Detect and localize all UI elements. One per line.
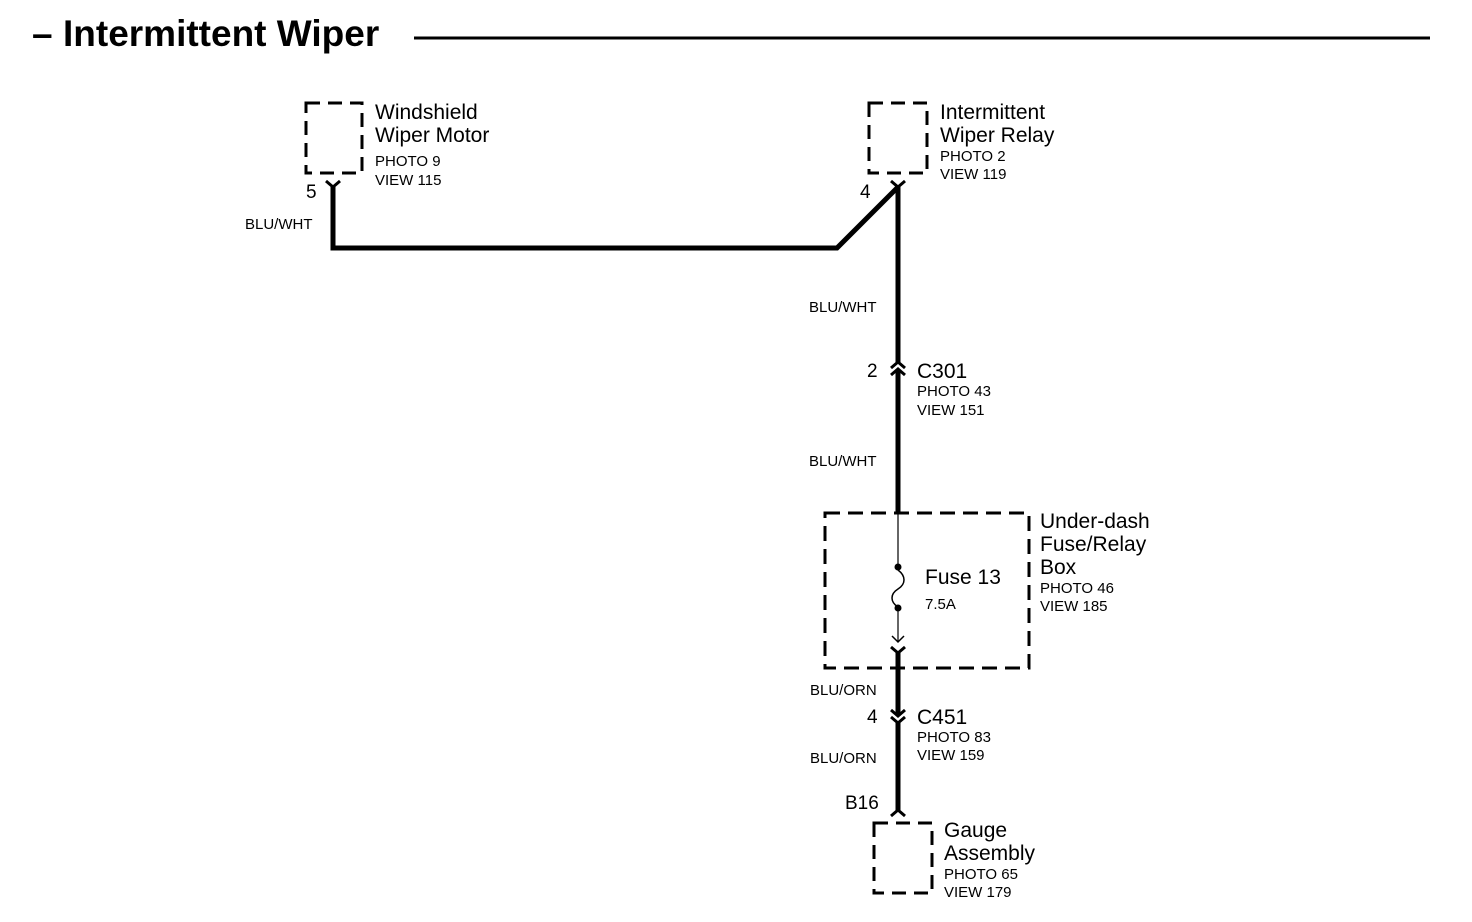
wiper-relay-photo: PHOTO 2 xyxy=(940,148,1006,165)
fuse-terminal-top xyxy=(894,563,902,571)
wire-label-c301-to-fusebox: BLU/WHT xyxy=(809,453,877,470)
fusebox-internal-terminal xyxy=(891,635,905,644)
fuse-symbol xyxy=(891,569,905,608)
wiper-relay-name-2: Wiper Relay xyxy=(940,124,1055,147)
wire-motor-to-relay xyxy=(330,185,900,251)
wiper-motor-box xyxy=(304,101,364,175)
motor-terminal-symbol xyxy=(325,179,341,189)
wire-label-c451-to-gauge: BLU/ORN xyxy=(810,750,877,767)
wiper-motor-name-1: Windshield xyxy=(375,101,478,124)
c451-view: VIEW 159 xyxy=(917,747,985,764)
fusebox-name-2: Fuse/Relay xyxy=(1040,533,1147,556)
fusebox-name-1: Under-dash xyxy=(1040,510,1150,533)
wire-label-fusebox-to-c451: BLU/ORN xyxy=(810,682,877,699)
gauge-name-1: Gauge xyxy=(944,819,1008,842)
c301-pin: 2 xyxy=(867,361,878,382)
wire-label-relay-to-c301: BLU/WHT xyxy=(809,299,877,316)
c451-name: C451 xyxy=(917,706,968,729)
gauge-view: VIEW 179 xyxy=(944,884,1012,901)
fusebox-name-3: Box xyxy=(1040,556,1077,579)
c301-view: VIEW 151 xyxy=(917,402,985,419)
wire-label-motor-to-relay: BLU/WHT xyxy=(245,216,313,233)
wiper-motor-photo: PHOTO 9 xyxy=(375,153,441,170)
wiper-relay-view: VIEW 119 xyxy=(940,166,1007,183)
fuse-rating: 7.5A xyxy=(925,596,956,613)
gauge-terminal-symbol xyxy=(890,808,906,818)
gauge-assembly-box xyxy=(872,821,934,895)
wiper-motor-view: VIEW 115 xyxy=(375,172,442,189)
wiper-relay-name-1: Intermittent xyxy=(940,101,1046,124)
wiper-relay-pin: 4 xyxy=(860,182,871,203)
title-dash: – xyxy=(32,13,53,54)
gauge-pin: B16 xyxy=(845,793,879,814)
wiper-motor-name-2: Wiper Motor xyxy=(375,124,490,147)
c451-pin: 4 xyxy=(867,707,878,728)
c301-photo: PHOTO 43 xyxy=(917,383,991,400)
fuse-terminal-bottom xyxy=(894,604,902,612)
page-title: Intermittent Wiper xyxy=(63,13,380,54)
c451-photo: PHOTO 83 xyxy=(917,729,991,746)
relay-terminal-symbol xyxy=(890,179,906,189)
fuse-name: Fuse 13 xyxy=(925,566,1001,589)
c301-name: C301 xyxy=(917,360,968,383)
fusebox-view: VIEW 185 xyxy=(1040,598,1108,615)
fuse-relay-box xyxy=(823,511,1031,670)
gauge-photo: PHOTO 65 xyxy=(944,866,1018,883)
wiper-motor-pin: 5 xyxy=(306,182,317,203)
gauge-name-2: Assembly xyxy=(944,842,1036,865)
wiper-relay-box xyxy=(867,101,929,175)
fusebox-output-terminal xyxy=(890,645,906,655)
fusebox-photo: PHOTO 46 xyxy=(1040,580,1114,597)
